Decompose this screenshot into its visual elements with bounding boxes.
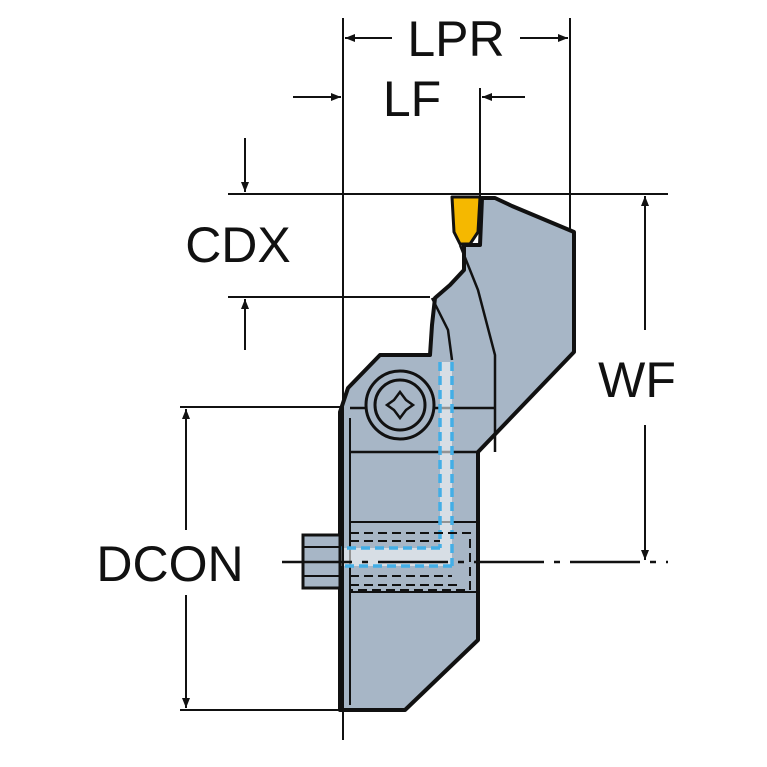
holder-outline	[338, 196, 576, 712]
label-lf: LF	[383, 71, 441, 127]
tool-holder-body	[338, 196, 576, 712]
holder-edge-line	[458, 244, 497, 452]
extension-lines	[180, 18, 668, 740]
clamp-screw	[364, 369, 436, 441]
label-dcon: DCON	[96, 536, 243, 592]
label-wf: WF	[598, 352, 676, 408]
dimension-arrows	[182, 34, 649, 708]
holder-edge-line	[430, 297, 454, 361]
label-cdx: CDX	[185, 217, 291, 273]
cutting-insert	[450, 195, 482, 246]
hidden-bore	[350, 532, 471, 591]
label-lpr: LPR	[407, 11, 504, 67]
